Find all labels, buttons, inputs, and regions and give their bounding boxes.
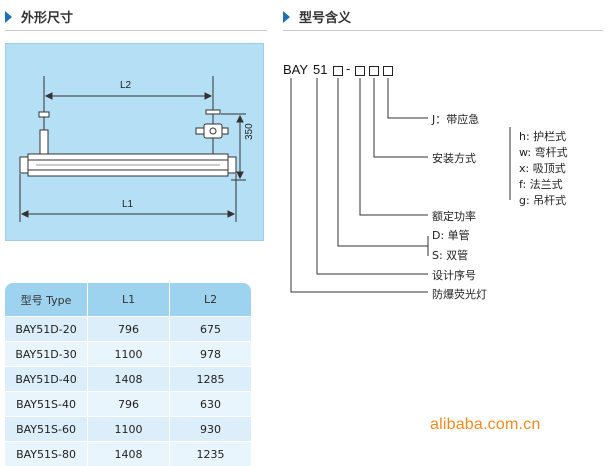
dimensions-title: 外形尺寸	[21, 11, 74, 26]
model-dash: -	[346, 61, 351, 76]
cell-type: BAY51D-30	[5, 341, 89, 366]
l1-label: L1	[122, 199, 134, 210]
meaning-single: D: 单管	[432, 229, 470, 242]
cell-l1: 1100	[88, 341, 171, 366]
cell-type: BAY51D-20	[5, 316, 89, 341]
header-l1: L1	[88, 283, 171, 316]
table-header-row: 型号 Type L1 L2	[5, 283, 251, 316]
table-row: BAY51D-30 1100 978	[5, 341, 251, 366]
cell-type: BAY51S-40	[5, 391, 89, 416]
code-box-emergency	[383, 66, 393, 76]
cell-l2: 978	[170, 341, 251, 366]
code-box-power	[355, 66, 365, 76]
code-box-type	[333, 66, 343, 76]
l2-label: L2	[120, 80, 132, 91]
cell-l1: 1100	[88, 416, 171, 441]
model-prefix: BAY	[283, 62, 309, 77]
watermark: alibaba.com.cn	[430, 416, 541, 433]
cell-l1: 1408	[88, 366, 171, 391]
section-marker-icon	[283, 11, 290, 23]
model-section-header: 型号含义	[283, 4, 603, 31]
model-number: 51	[313, 62, 328, 77]
table-row: BAY51D-40 1408 1285	[5, 366, 251, 391]
meaning-double: S: 双管	[432, 249, 469, 262]
model-meaning-title: 型号含义	[299, 11, 352, 26]
install-type-x: x: 吸顶式	[519, 162, 566, 175]
install-type-h: h: 护栏式	[519, 130, 567, 143]
meaning-serial: 设计序号	[432, 269, 476, 282]
install-type-f: f: 法兰式	[519, 178, 563, 191]
meaning-power: 额定功率	[432, 210, 476, 223]
cell-type: BAY51S-60	[5, 416, 89, 441]
code-box-install	[369, 66, 379, 76]
header-type: 型号 Type	[5, 283, 89, 316]
cell-l1: 796	[88, 391, 171, 416]
table-row: BAY51D-20 796 675	[5, 316, 251, 341]
section-marker-icon	[5, 11, 12, 23]
cell-l2: 930	[170, 416, 251, 441]
meaning-install: 安装方式	[432, 152, 476, 165]
meaning-emergency: J：带应急	[432, 113, 480, 126]
dimension-drawing: L2 L1 350	[5, 43, 264, 241]
cell-l2: 675	[170, 316, 251, 341]
model-code: BAY	[283, 62, 308, 77]
cell-type: BAY51D-40	[5, 366, 89, 391]
meaning-product: 防爆荧光灯	[432, 288, 487, 301]
lamp-drawing-svg	[19, 76, 246, 222]
install-type-g: g: 吊杆式	[519, 194, 567, 207]
dimensions-section-header: 外形尺寸	[5, 4, 267, 31]
table-row: BAY51S-60 1100 930	[5, 416, 251, 441]
model-leader-lines	[290, 78, 511, 293]
table-row: BAY51S-40 796 630	[5, 391, 251, 416]
install-type-w: w: 弯杆式	[519, 146, 568, 159]
cell-l2: 1285	[170, 366, 251, 391]
cell-l2: 630	[170, 391, 251, 416]
cell-l1: 796	[88, 316, 171, 341]
header-l2: L2	[170, 283, 251, 316]
